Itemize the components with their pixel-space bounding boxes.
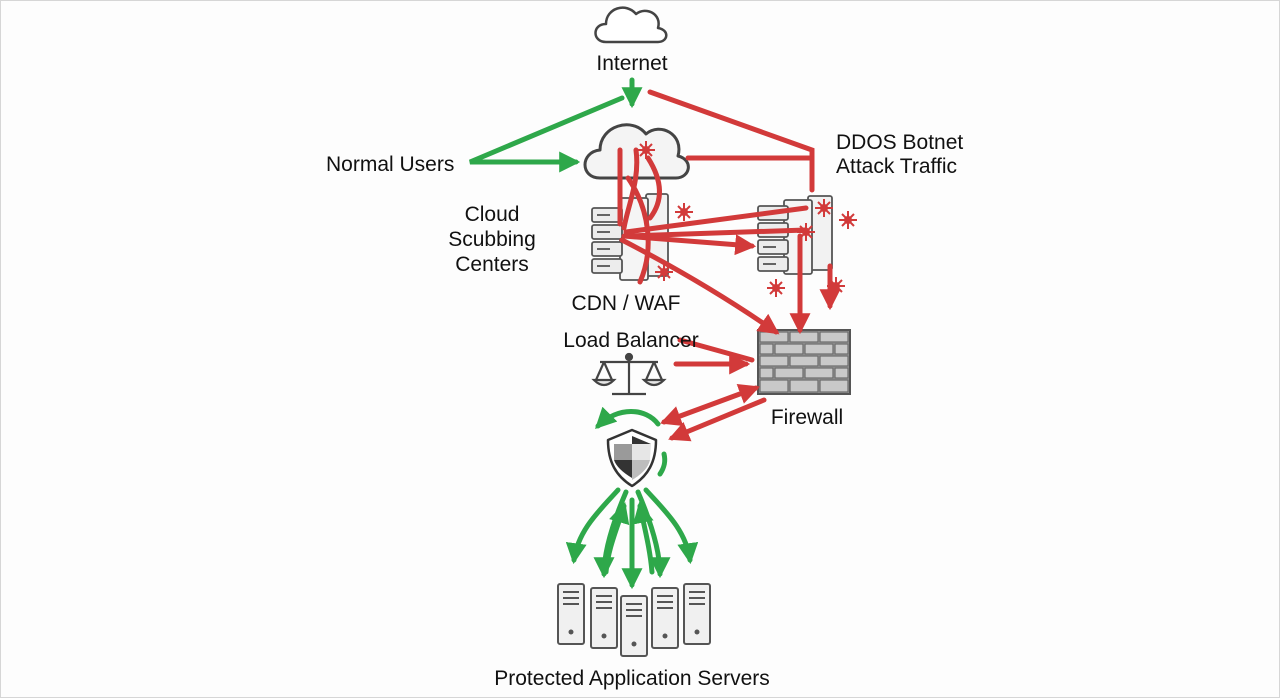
shield-icon xyxy=(606,428,658,488)
server-tower-icon xyxy=(557,583,711,657)
cloud-scrubbing-label-line1: Cloud xyxy=(464,203,520,226)
ddos-botnet-label-line2: Attack Traffic xyxy=(836,155,957,178)
brick-wall-icon xyxy=(757,329,851,395)
attack-traffic-flows xyxy=(617,89,841,442)
firewall-label: Firewall xyxy=(770,406,844,429)
load-balancer-label: Load Balancer xyxy=(563,329,699,352)
protected-servers-label: Protected Application Servers xyxy=(494,667,770,690)
ddos-botnet-label-line1: DDOS Botnet xyxy=(836,131,964,154)
internet-cloud-icon xyxy=(594,6,668,44)
normal-traffic-flows xyxy=(469,77,699,590)
cloud-scrubbing-label-line3: Centers xyxy=(455,253,529,276)
scale-icon xyxy=(591,352,667,396)
normal-users-label: Normal Users xyxy=(326,153,455,176)
cloud-scrubbing-label-line2: Scubbing xyxy=(448,228,536,251)
internet-label: Internet xyxy=(596,52,668,75)
cdn-waf-label: CDN / WAF xyxy=(571,292,681,315)
